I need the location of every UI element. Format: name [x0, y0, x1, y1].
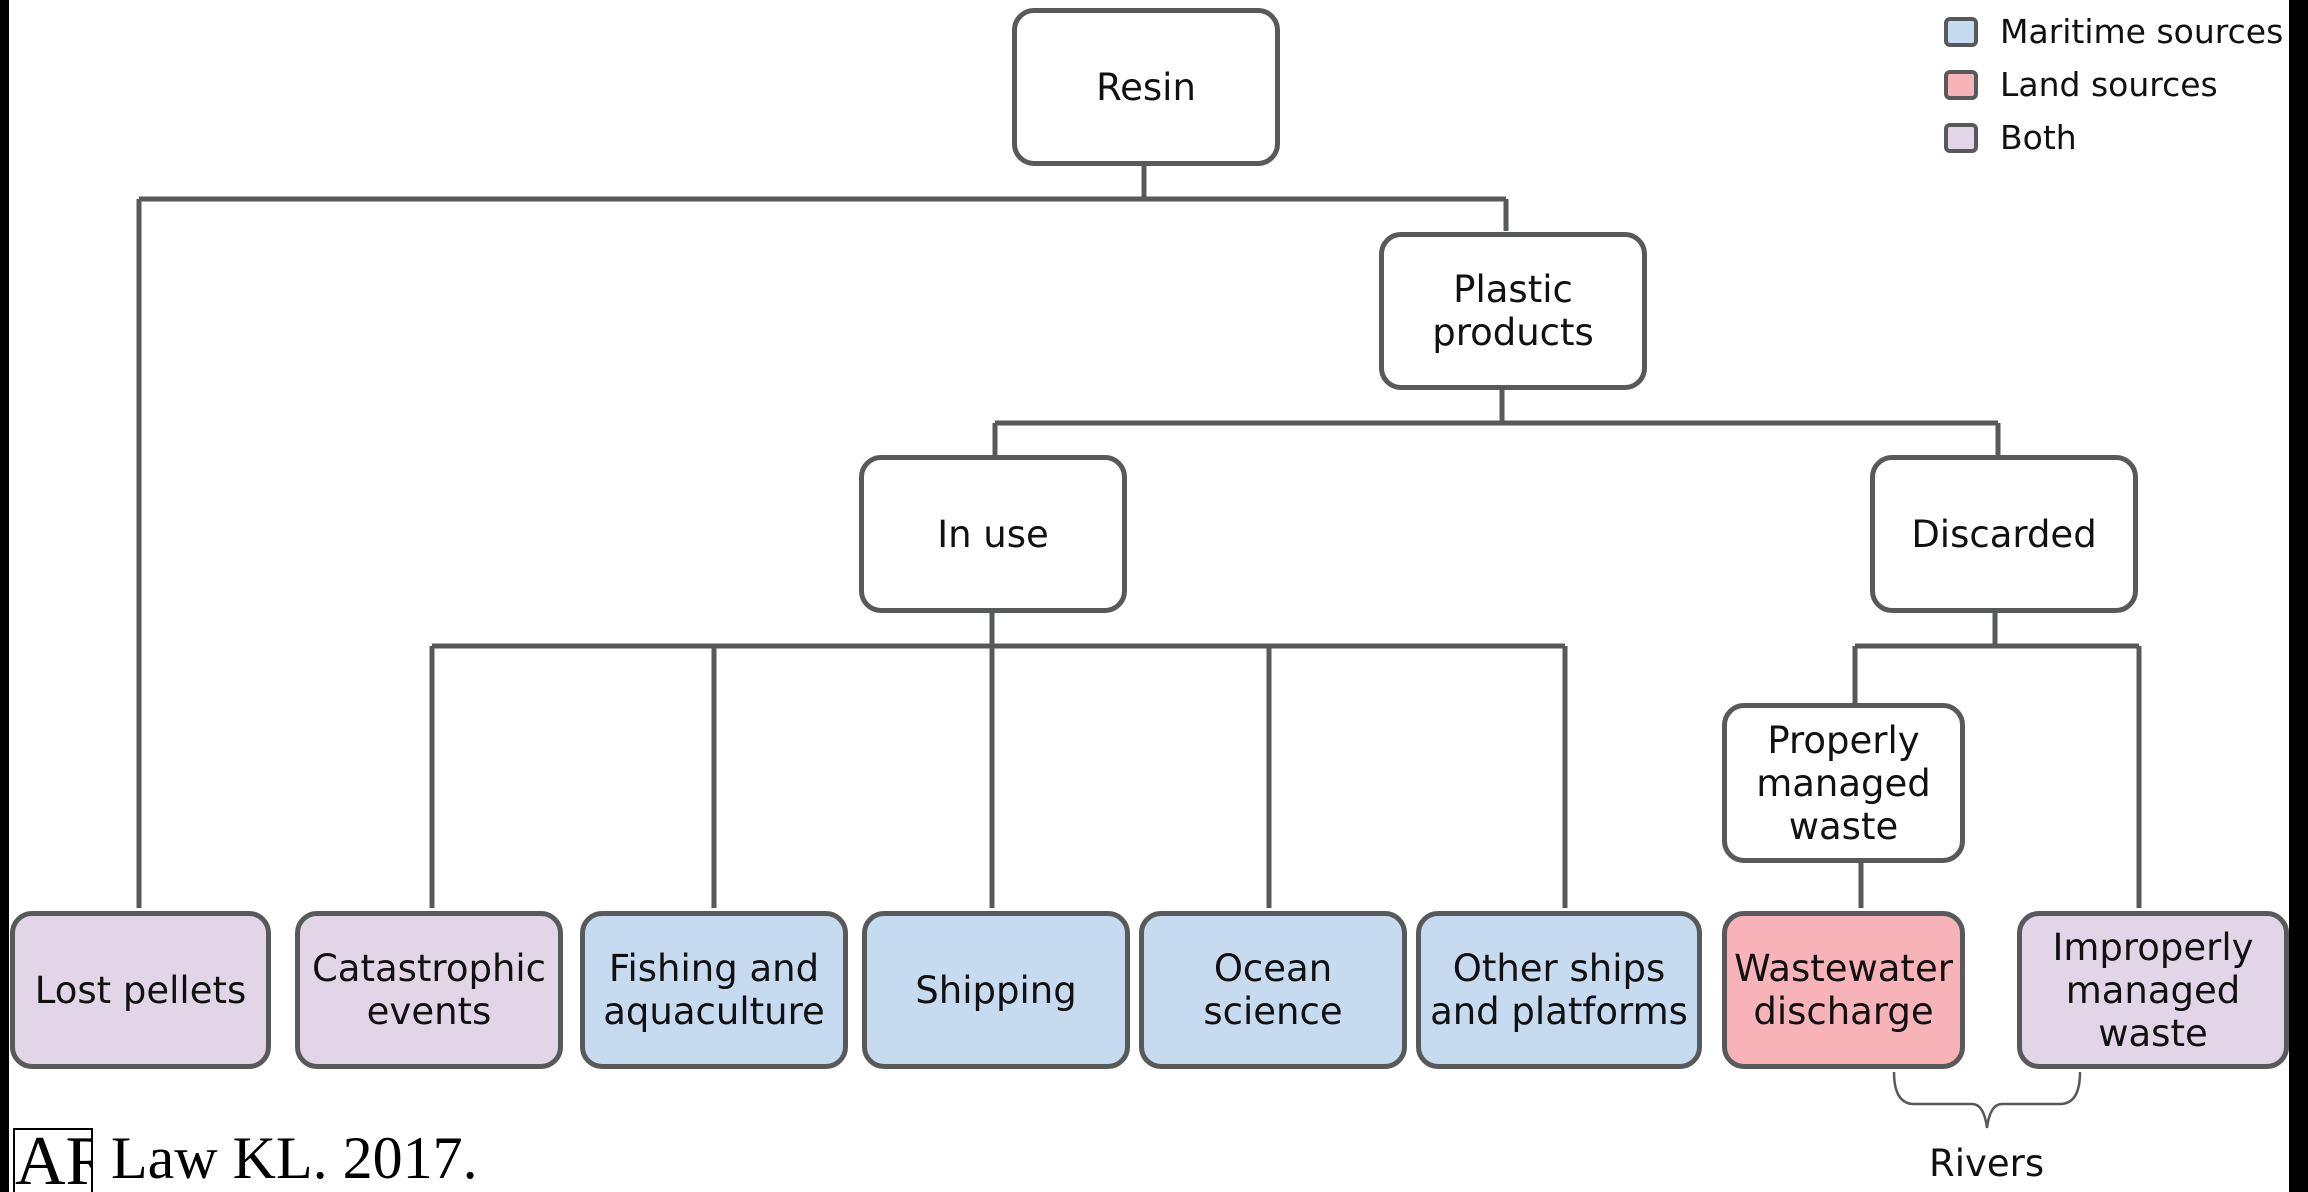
legend-label-maritime: Maritime sources: [2000, 12, 2284, 51]
node-discarded: Discarded: [1870, 455, 2138, 613]
node-improperly-managed-waste: Improperly managed waste: [2017, 911, 2289, 1069]
node-wastewater-discharge: Wastewater discharge: [1722, 911, 1965, 1069]
node-in-use: In use: [859, 455, 1127, 613]
citation-text: Law KL. 2017.: [111, 1125, 478, 1191]
legend-label-land: Land sources: [2000, 65, 2218, 104]
legend-swatch-both: [1944, 122, 1978, 153]
connector-lines: [136, 164, 2142, 1129]
node-lost-pellets: Lost pellets: [10, 911, 271, 1069]
node-shipping: Shipping: [862, 911, 1130, 1069]
legend-swatch-maritime: [1944, 16, 1978, 47]
publisher-logo: AR: [13, 1128, 93, 1192]
node-ocean-science: Ocean science: [1139, 911, 1407, 1069]
legend-swatch-land: [1944, 69, 1978, 100]
node-plastic-products: Plastic products: [1379, 232, 1647, 390]
legend-item-both: Both: [1944, 118, 2077, 157]
node-other-ships-platforms: Other ships and platforms: [1416, 911, 1702, 1069]
legend-item-maritime: Maritime sources: [1944, 12, 2283, 51]
node-resin: Resin: [1012, 8, 1280, 166]
diagram-canvas: Maritime sources Land sources Both Resin…: [9, 0, 2289, 1192]
rivers-label: Rivers: [1929, 1142, 2045, 1185]
legend-label-both: Both: [2000, 118, 2077, 157]
node-properly-managed-waste: Properly managed waste: [1722, 703, 1965, 863]
rivers-brace: [1892, 1071, 2082, 1129]
node-fishing-aquaculture: Fishing and aquaculture: [580, 911, 848, 1069]
legend-item-land: Land sources: [1944, 65, 2218, 104]
node-catastrophic-events: Catastrophic events: [295, 911, 563, 1069]
